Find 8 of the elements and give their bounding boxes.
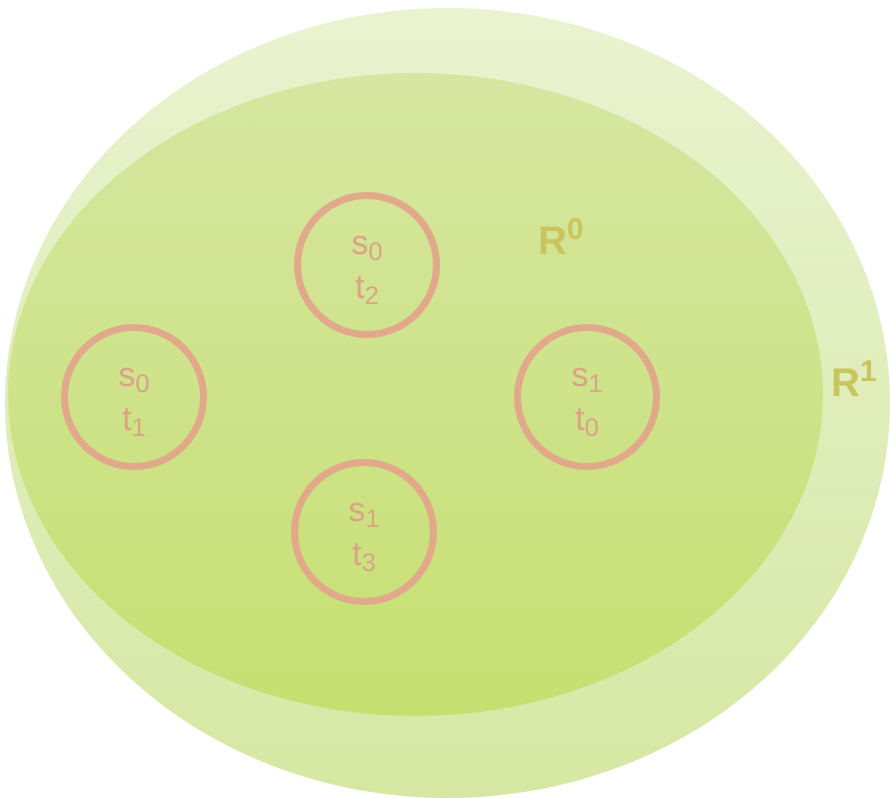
state-label: s$_{0}$ [351,223,383,265]
state-label: s$_{1}$ [571,355,603,397]
state-label: t$_{3}$ [352,534,376,576]
state-label: t$_{0}$ [575,399,599,441]
state-label: s$_{0}$ [118,355,150,397]
state-label: t$_{2}$ [355,267,379,309]
state-label: s$_{1}$ [348,490,380,532]
state-label: t$_{1}$ [122,399,146,441]
